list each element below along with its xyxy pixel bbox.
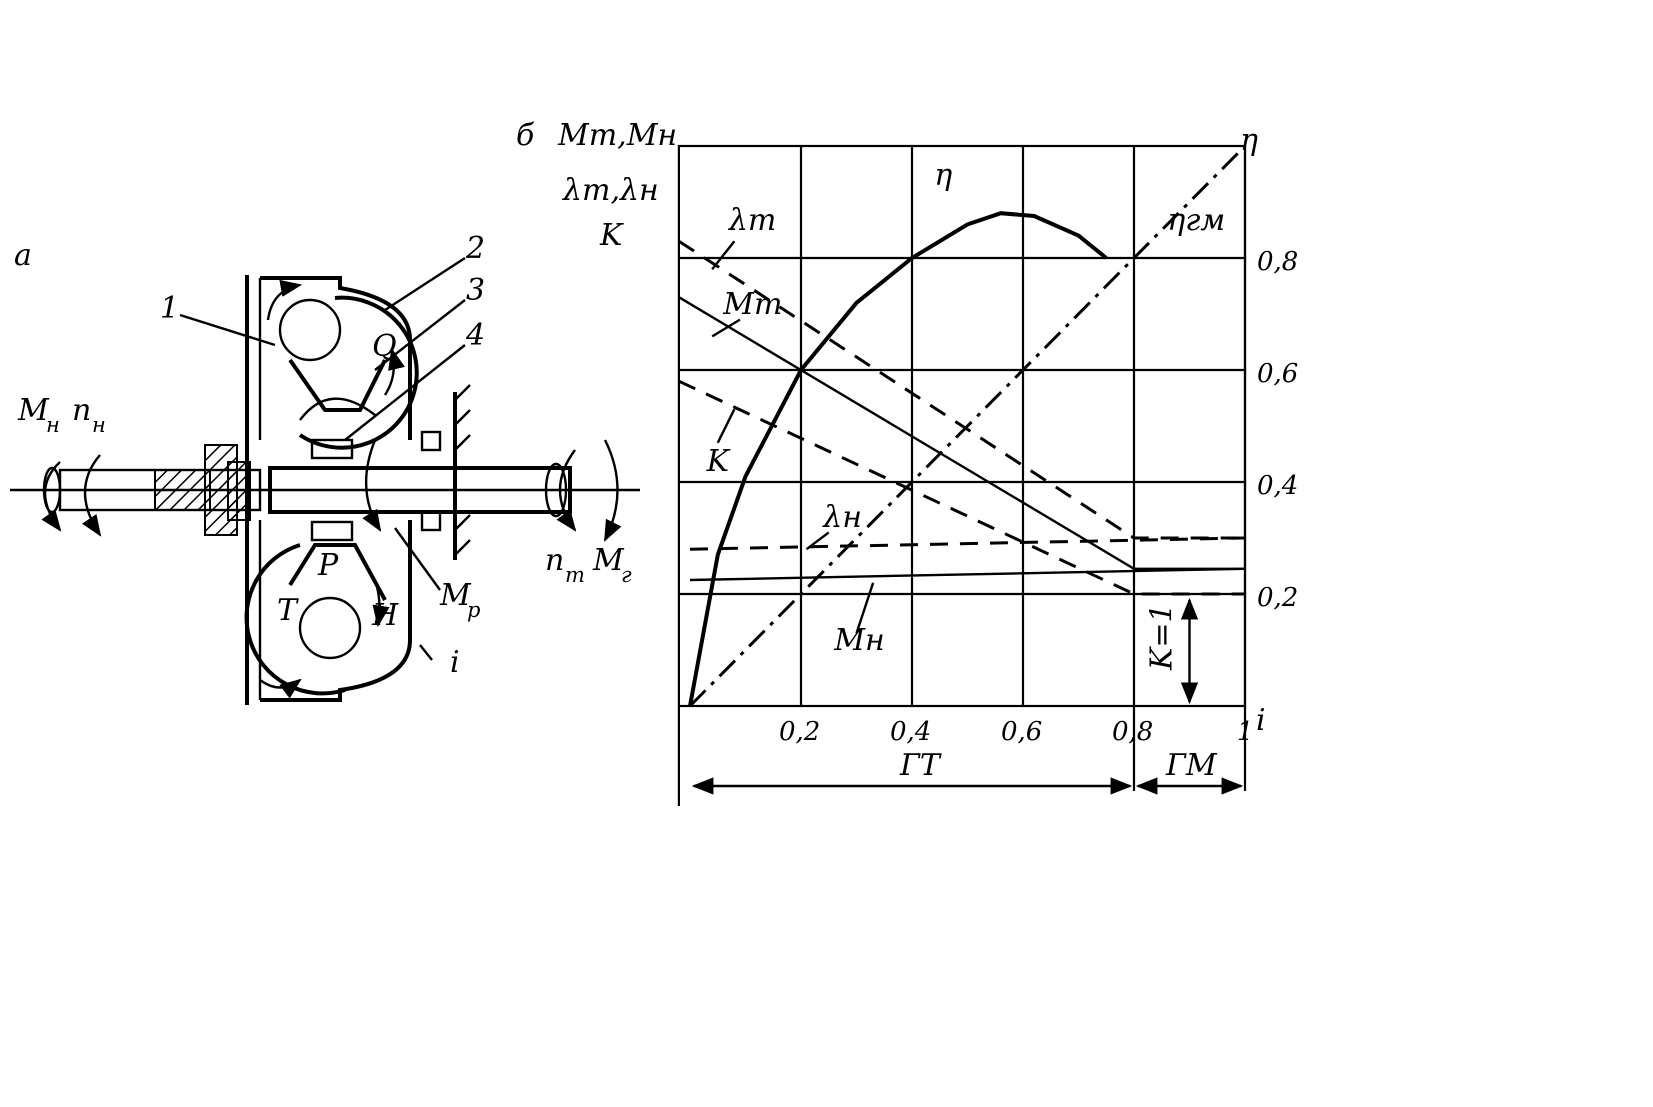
m-r-subscript: р <box>467 598 480 622</box>
eta-gm-label: ηгм <box>1167 203 1225 238</box>
n-t-symbol: n <box>545 543 564 578</box>
upper-torus: Q <box>266 279 419 450</box>
shaft-assembly <box>10 384 640 560</box>
chart-series <box>678 144 1247 708</box>
chart-panel: б Mт,Mн λт,λн K η 0,2 0,4 0,6 0,8 1 0,2 0,4 0,6… <box>516 118 1298 806</box>
n-n-subscript: н <box>92 413 106 437</box>
k-label: K <box>706 444 731 479</box>
input-speed-label: n н <box>72 393 106 437</box>
series-line <box>678 239 1245 540</box>
x-tick-label: 0,4 <box>890 717 931 747</box>
wheel-h-label: Н <box>371 598 399 633</box>
y-tick-label: 0,2 <box>1257 583 1298 613</box>
eta-label: η <box>934 158 952 193</box>
flow-q-label: Q <box>372 329 397 364</box>
m-g-symbol: M <box>592 543 625 578</box>
m-n-symbol: M <box>17 393 50 428</box>
output-torque-label: M г <box>592 543 632 587</box>
x-tick-label: 1 <box>1237 717 1254 747</box>
lambda-t-label-leader <box>711 240 736 270</box>
lambda-t-label: λт <box>728 203 776 238</box>
lambda-n-label: λн <box>822 500 862 535</box>
x-tick-label: 0,2 <box>779 717 820 747</box>
y-left-label-line2: λт,λн <box>562 173 659 208</box>
k-equal-one-label: K=1 <box>1145 603 1180 671</box>
output-speed-label: n т <box>545 543 585 587</box>
part-3-label: 3 <box>466 273 485 308</box>
input-torque-label: M н <box>17 393 60 437</box>
zone-gm-label: ГМ <box>1165 748 1218 783</box>
m-g-subscript: г <box>621 563 632 587</box>
ratio-i-label: i <box>450 645 460 680</box>
rotation-arrows <box>41 439 622 542</box>
y-right-label: η <box>1240 123 1258 158</box>
wheel-t-label: Т <box>277 593 299 628</box>
x-tick-label: 0,6 <box>1001 717 1042 747</box>
panel-a-label: а <box>14 238 32 273</box>
n-t-subscript: т <box>565 563 585 587</box>
y-left-label-line3: K <box>599 218 624 253</box>
series-line <box>688 211 1108 707</box>
y-tick-label: 0,4 <box>1257 471 1298 501</box>
m-t-label-leader <box>711 318 741 338</box>
reactor-torque-label: M р <box>439 578 480 622</box>
y-tick-label: 0,8 <box>1257 247 1298 277</box>
wheel-p-label: Р <box>317 548 339 583</box>
x-axis-label: i <box>1256 703 1266 738</box>
m-n-label-leader <box>855 582 875 634</box>
m-n-subscript: н <box>46 413 60 437</box>
series-line <box>678 379 1245 596</box>
y-tick-label: 0,6 <box>1257 359 1298 389</box>
part-2-label: 2 <box>465 231 485 266</box>
schematic-panel: а Q Р Т Н <box>10 231 640 705</box>
lower-torus: Р Т Н <box>244 543 399 699</box>
m-r-symbol: M <box>439 578 472 613</box>
chart-ticks: 0,2 0,4 0,6 0,8 1 0,2 0,4 0,6 0,8 <box>779 247 1298 747</box>
y-left-label-line1: Mт,Mн <box>557 118 677 153</box>
panel-b-label: б <box>516 118 535 153</box>
lambda-n-label-leader <box>805 531 830 551</box>
n-n-symbol: n <box>72 393 91 428</box>
part-1-label: 1 <box>160 291 179 326</box>
m-t-label: Mт <box>722 287 782 322</box>
series-line <box>689 567 1246 582</box>
chart-grid <box>677 144 1247 806</box>
series-line <box>689 536 1246 551</box>
zone-gt-label: ГТ <box>899 748 942 783</box>
part-leaders <box>179 256 466 661</box>
k-label-leader <box>716 408 736 444</box>
x-tick-label: 0,8 <box>1112 717 1153 747</box>
series-line <box>688 144 1247 708</box>
part-4-label: 4 <box>465 318 485 353</box>
